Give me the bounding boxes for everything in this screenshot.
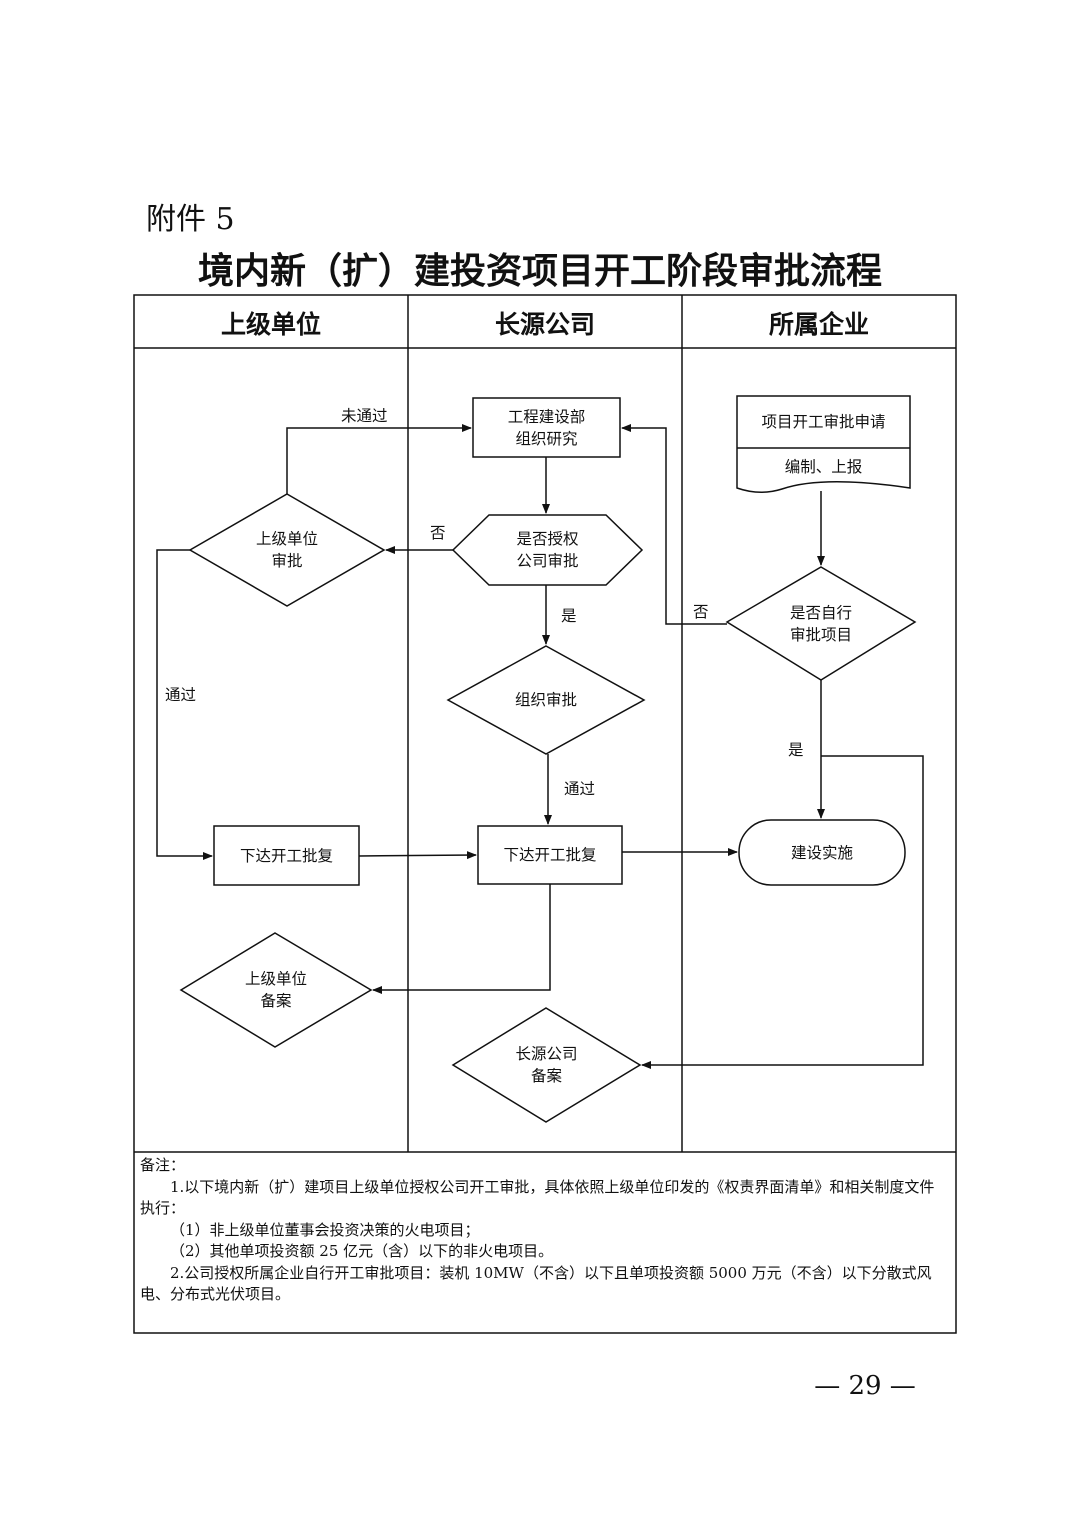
edge-not-passed xyxy=(286,424,472,494)
notes-item-1-sub-2: （2）其他单项投资额 25 亿元（含）以下的非火电项目。 xyxy=(170,1242,554,1260)
construction-text: 建设实施 xyxy=(790,843,853,862)
superior-record-text: 上级单位 备案 xyxy=(244,970,307,1010)
lane-superior: 上级单位 xyxy=(220,310,321,339)
edge-issue-to-superior-record xyxy=(372,884,551,994)
construction-terminal xyxy=(738,819,906,886)
page-title: 境内新（扩）建投资项目开工阶段审批流程 xyxy=(197,251,882,292)
self-approval-text: 是否自行 审批项目 xyxy=(789,603,852,644)
lane-subsidiary: 所属企业 xyxy=(768,310,869,339)
application-title-text: 项目开工审批申请 xyxy=(761,413,886,431)
superior-approval-diamond xyxy=(188,493,386,607)
label-no-right: 否 xyxy=(693,603,709,621)
superior-issue-text: 下达开工批复 xyxy=(239,846,333,865)
notes-section: 备注： 1.以下境内新（扩）建项目上级单位授权公司开工审批，具体依照上级单位印发… xyxy=(140,1155,948,1306)
attachment-label: 附件 5 xyxy=(146,202,235,237)
superior-approval-text: 上级单位 审批 xyxy=(255,530,318,570)
notes-item-1-sub-1: （1）非上级单位董事会投资决策的火电项目； xyxy=(170,1220,480,1239)
organize-approval-diamond xyxy=(446,645,646,755)
engineering-study-text: 工程建设部 组织研究 xyxy=(507,407,586,448)
edge-no-to-study xyxy=(621,424,727,625)
company-record-diamond xyxy=(451,1007,642,1123)
superior-record-diamond xyxy=(179,932,373,1048)
company-issue-text: 下达开工批复 xyxy=(503,846,597,864)
label-passed-left: 通过 xyxy=(165,686,197,704)
authorize-decision-text: 是否授权 公司审批 xyxy=(516,530,579,570)
label-no-left: 否 xyxy=(430,524,446,542)
edge-to-company-record xyxy=(641,755,924,1069)
edge-passed-left xyxy=(156,549,213,860)
flowchart-frame xyxy=(133,294,957,1334)
company-record-text: 长源公司 备案 xyxy=(515,1045,578,1085)
label-yes-middle: 是 xyxy=(561,607,577,625)
edge-superior-to-company-issue xyxy=(358,851,477,860)
label-yes-right: 是 xyxy=(788,741,804,759)
page-number: — 29 — xyxy=(814,1371,916,1401)
application-document-shape xyxy=(736,395,911,493)
lane-changyuan: 长源公司 xyxy=(494,310,595,339)
notes-item-1: 1.以下境内新（扩）建项目上级单位授权公司开工审批，具体依照上级单位印发的《权责… xyxy=(140,1177,935,1218)
notes-item-2: 2.公司授权所属企业自行开工审批项目：装机 10MW（不含）以下且单项投资额 5… xyxy=(140,1263,932,1304)
application-sub-text: 编制、上报 xyxy=(784,458,863,476)
label-not-passed: 未通过 xyxy=(341,407,388,425)
label-passed-middle: 通过 xyxy=(564,780,596,798)
organize-approval-text: 组织审批 xyxy=(514,691,577,709)
notes-heading: 备注： xyxy=(140,1156,186,1174)
